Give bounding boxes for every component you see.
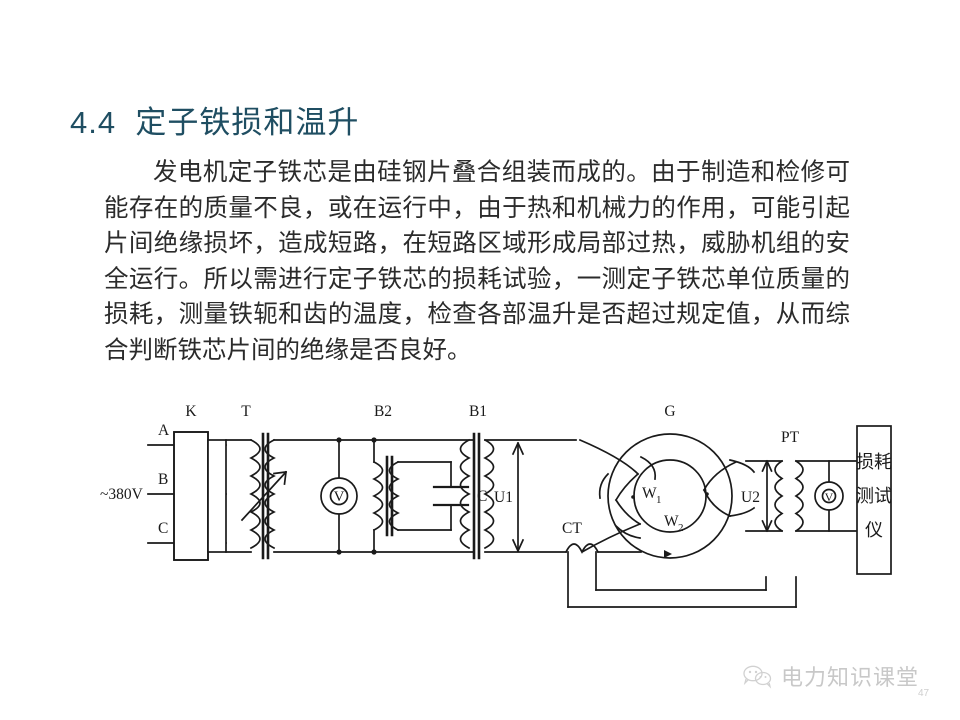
voltmeter-left-icon [320, 477, 358, 515]
voltmeter-left-letter: V [334, 489, 345, 505]
core-slot-dot-1 [705, 492, 709, 496]
circuit-diagram-svg: ~380V ~380V A B C K T B2 B1 G PT C U1 U2… [100, 403, 892, 608]
watermark: 电力知识课堂 [742, 660, 919, 692]
u2-arrowhead-up [761, 459, 773, 473]
label-phase-a: A [158, 422, 170, 439]
winding-w2-turn-a [702, 460, 738, 492]
core-flux-arrow [664, 550, 672, 558]
label-winding-w2-subscript: 2 [678, 522, 684, 534]
label-generator-g: G [664, 403, 675, 420]
label-transformer-b2: B2 [374, 403, 392, 420]
wechat-icon-eye-4 [764, 675, 767, 678]
winding-w2-lead-top [728, 458, 756, 474]
watermark-text: 电力知识课堂 [781, 665, 920, 690]
label-winding-w1-subscript: 1 [656, 494, 662, 506]
b2-secondary-coil [388, 460, 400, 532]
winding-w1-turn-a [614, 472, 640, 502]
variac-primary-coil [249, 438, 261, 550]
label-phase-b: B [158, 471, 168, 488]
winding-w1-loop-left [598, 472, 610, 499]
winding-w1-turn-b [614, 498, 642, 526]
label-phase-c: C [158, 520, 168, 537]
b2-primary-coil [372, 460, 384, 532]
wechat-icon-eye-3 [759, 675, 762, 678]
junction-dot-b2-top [371, 437, 377, 443]
u1-arrowhead-down [511, 538, 525, 553]
variac-secondary-coil [264, 438, 276, 550]
loss-tester-label-line1: 损耗 [856, 452, 892, 472]
page-title: 4.4 定子铁损和温升 [70, 105, 360, 140]
u1-arrowhead-up [511, 441, 525, 456]
wechat-icon-eye-2 [754, 670, 758, 673]
loss-tester-label-line2: 测试 [856, 486, 892, 506]
core-slot-dot-2 [631, 495, 635, 499]
u2-arrowhead-down [761, 519, 773, 533]
voltmeter-right-inner [821, 488, 837, 504]
circuit-diagram: ~380V ~380V A B C K T B2 B1 G PT C U1 U2… [96, 402, 896, 622]
voltmeter-right-letter: V [825, 490, 834, 504]
switch-k-body [173, 431, 209, 561]
body-paragraph: 发电机定子铁芯是由硅钢片叠合组装而成的。由于制造和检修可能存在的质量不良，或在运… [104, 159, 850, 364]
winding-w1-lead-in [578, 438, 640, 476]
label-capacitor-c: C [477, 488, 487, 505]
variac-adjust-arrowhead [273, 471, 287, 485]
loss-tester-label-line3: 仪 [865, 520, 883, 540]
winding-w1-loop-bottom [614, 524, 641, 539]
winding-w2-lead-bottom [729, 506, 756, 517]
label-supply-voltage: ~380V [100, 486, 144, 503]
label-winding-w1: W [642, 485, 657, 502]
junction-dot-v-top [336, 437, 342, 443]
label-pt: PT [781, 429, 800, 446]
page-number: 47 [918, 688, 930, 699]
wechat-icon [743, 665, 772, 689]
pt-primary-coil [774, 459, 784, 533]
switch-k-contacts [207, 439, 227, 553]
b1-primary-coil [459, 438, 471, 550]
label-u1: U1 [494, 489, 513, 506]
stator-core-outer [607, 433, 733, 559]
loss-tester-box [856, 425, 892, 575]
variac-adjust-arrow [240, 470, 288, 522]
label-u2: U2 [741, 489, 760, 506]
label-variac-t: T [241, 403, 251, 420]
label-switch-k: K [185, 403, 197, 420]
wechat-icon-big-tail [743, 678, 749, 685]
wechat-icon-big-bubble [743, 665, 763, 681]
wechat-icon-small-bubble [754, 671, 772, 685]
winding-w1-lead-out [580, 522, 642, 554]
label-ct: CT [562, 520, 582, 537]
junction-dot-b2-bottom [371, 549, 377, 555]
label-transformer-b1: B1 [469, 403, 487, 420]
label-winding-w2: W [664, 513, 679, 530]
junction-dot-v-bottom [336, 549, 342, 555]
voltmeter-right-icon [814, 481, 844, 511]
voltmeter-left-inner [329, 486, 349, 506]
wechat-icon-small-tail [766, 682, 772, 689]
b1-secondary-coil [483, 438, 495, 550]
pt-secondary-coil [794, 459, 804, 533]
wechat-icon-eye-1 [748, 670, 752, 673]
winding-w2-turn-b [702, 488, 732, 518]
winding-w1-loop-top [639, 455, 657, 480]
